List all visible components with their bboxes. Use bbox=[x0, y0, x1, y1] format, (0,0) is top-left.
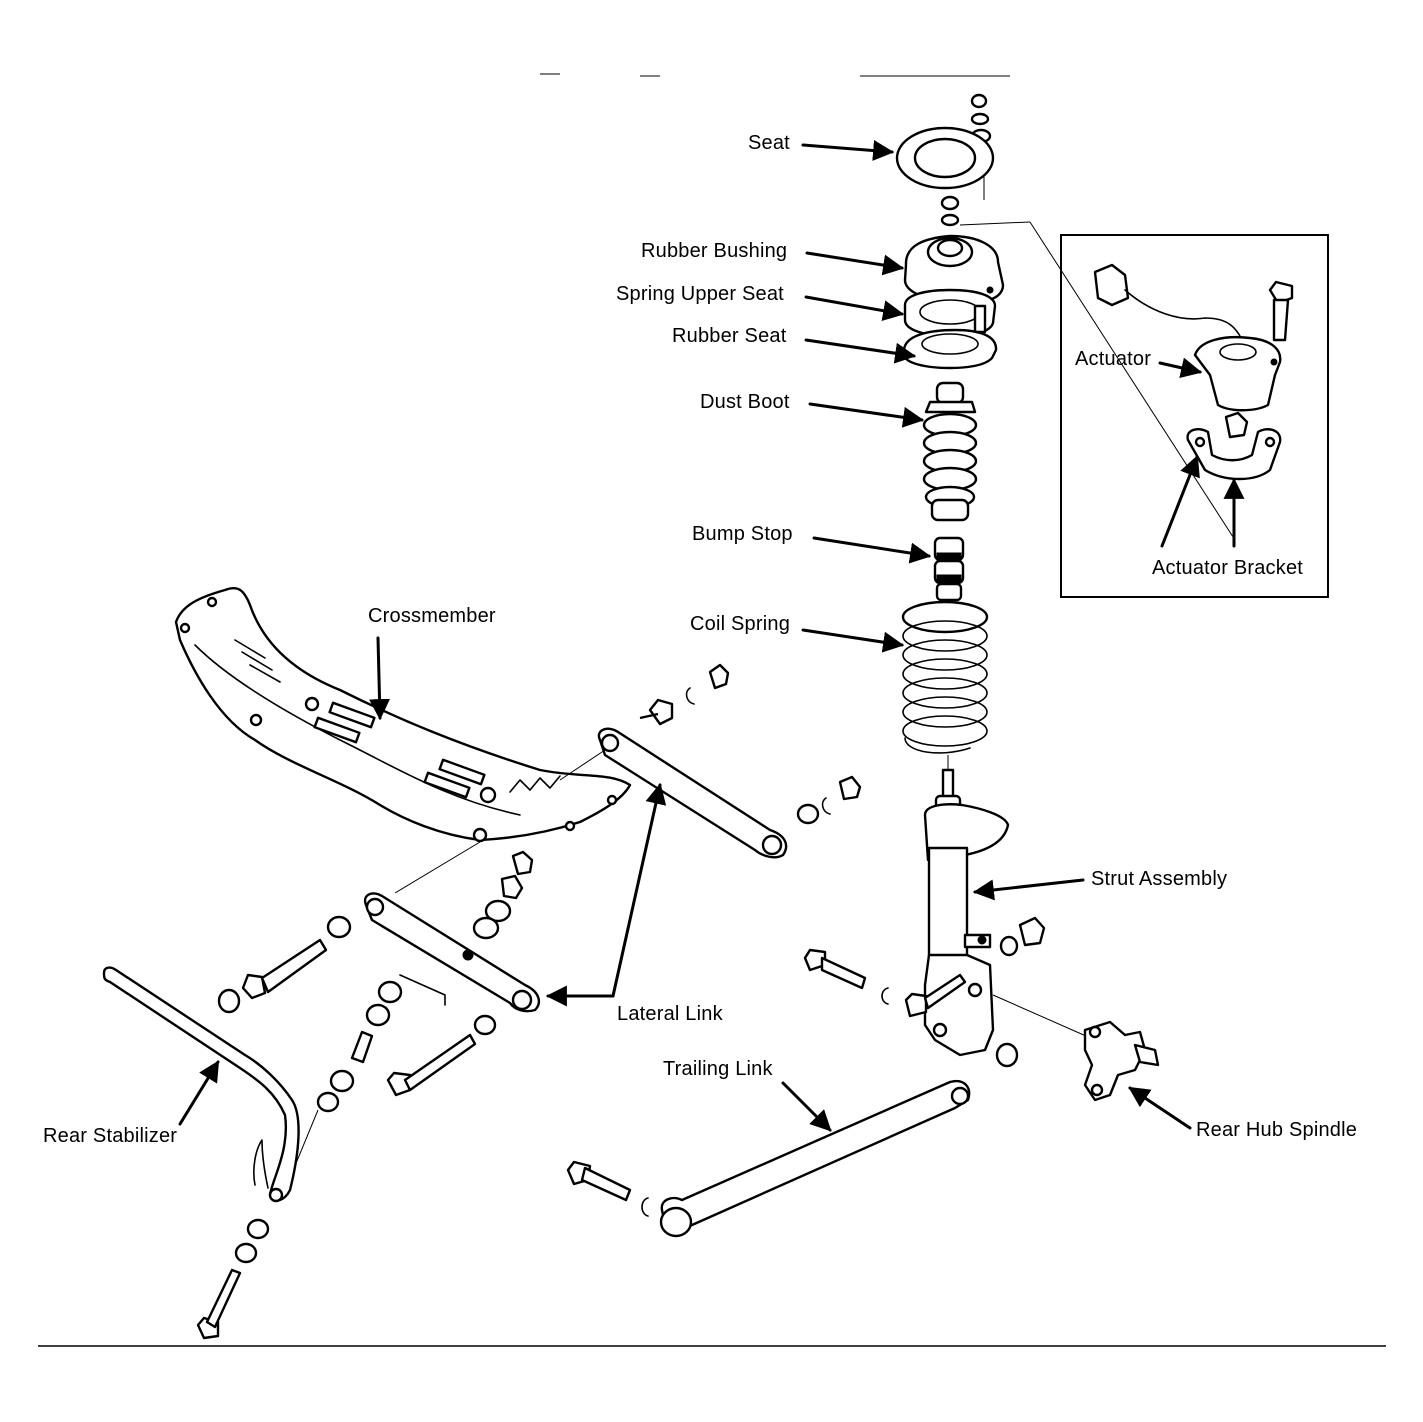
label-dust-boot: Dust Boot bbox=[700, 391, 790, 413]
link-bushings bbox=[284, 850, 534, 1191]
rear-stabilizer-part bbox=[102, 966, 300, 1340]
coil-spring-part bbox=[901, 600, 989, 775]
seat-part bbox=[895, 126, 995, 190]
label-trailing-link: Trailing Link bbox=[663, 1058, 773, 1080]
label-spring-upper-seat: Spring Upper Seat bbox=[616, 283, 784, 305]
label-seat: Seat bbox=[748, 132, 790, 154]
callout-arrows bbox=[178, 140, 1245, 1132]
label-strut-assembly: Strut Assembly bbox=[1091, 868, 1228, 890]
label-crossmember: Crossmember bbox=[368, 605, 496, 627]
dust-boot-part bbox=[922, 381, 978, 522]
spring-upper-seat-part bbox=[903, 288, 997, 338]
rubber-seat-part bbox=[902, 328, 998, 370]
bump-stop-part bbox=[933, 536, 965, 602]
label-actuator: Actuator bbox=[1075, 348, 1152, 370]
label-rear-hub-spindle: Rear Hub Spindle bbox=[1196, 1119, 1358, 1141]
actuator-inset-art bbox=[1093, 263, 1294, 481]
label-rear-stabilizer: Rear Stabilizer bbox=[43, 1125, 178, 1147]
trailing-link-part bbox=[566, 1079, 971, 1238]
rear-hub-spindle-part bbox=[1083, 1020, 1160, 1102]
upper-nut bbox=[940, 195, 1236, 541]
strut-hardware bbox=[803, 916, 1096, 1068]
label-lateral-link: Lateral Link bbox=[617, 1003, 723, 1025]
label-actuator-bracket: Actuator Bracket bbox=[1152, 557, 1304, 579]
label-coil-spring: Coil Spring bbox=[690, 613, 791, 635]
label-bump-stop: Bump Stop bbox=[692, 523, 793, 545]
actuator-inset-box bbox=[1060, 234, 1329, 598]
crossmember-part bbox=[174, 586, 632, 894]
label-rubber-seat: Rubber Seat bbox=[672, 325, 787, 347]
label-rubber-bushing: Rubber Bushing bbox=[641, 240, 788, 262]
upper-link-part bbox=[597, 663, 862, 859]
top-scan-marks bbox=[540, 73, 1010, 77]
strut-assembly-part bbox=[923, 768, 1010, 1057]
lateral-link-part bbox=[217, 892, 541, 1097]
